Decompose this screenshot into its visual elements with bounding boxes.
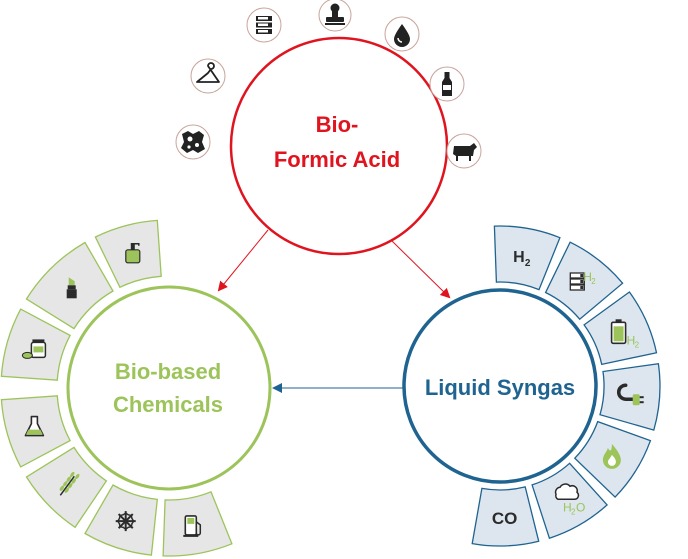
flask-icon <box>24 415 45 437</box>
flame-icon <box>602 443 621 469</box>
pills-jar-icon <box>21 339 47 359</box>
bottle-icon <box>429 66 465 102</box>
svg-text:H: H <box>627 333 636 347</box>
left-title-line2: Chemicals <box>113 392 223 417</box>
right-title: Liquid Syngas <box>425 375 575 400</box>
segment-flask <box>0 395 71 468</box>
bio-based-chemicals-ring <box>0 219 233 557</box>
left-title-line1: Bio-based <box>115 359 221 384</box>
bio-based-chemicals-circle <box>66 285 272 491</box>
svg-text:2: 2 <box>571 507 576 516</box>
svg-text:2: 2 <box>591 277 596 286</box>
formic-acid-applications <box>175 0 482 169</box>
plug-icon <box>616 383 644 406</box>
liquid-syngas-circle <box>402 288 598 484</box>
arrow-formic-to-chemicals <box>217 229 269 292</box>
drop-icon <box>384 16 420 52</box>
segment-fuel-pump <box>162 490 233 557</box>
segment-flame <box>573 420 652 499</box>
segment-co: CO <box>471 486 540 547</box>
segment-soap-dispenser <box>94 219 162 289</box>
soap-dispenser-icon <box>125 243 141 264</box>
hanger-icon <box>190 58 226 94</box>
animal-hide-icon <box>175 124 211 160</box>
svg-text:CO: CO <box>492 509 517 528</box>
center-title-line1: Bio- <box>316 112 359 137</box>
bio-formic-acid-circle <box>229 36 449 256</box>
arrow-formic-to-syngas <box>391 240 451 299</box>
segment-plug <box>599 362 661 431</box>
stamp-icon <box>318 0 352 32</box>
svg-text:2: 2 <box>525 258 531 269</box>
segment-snowflake <box>84 484 159 556</box>
center-title-line2: Formic Acid <box>274 147 400 172</box>
server-rack-icon <box>246 7 282 43</box>
snowflake-icon <box>115 511 136 532</box>
svg-text:2: 2 <box>635 340 640 349</box>
wheat-icon <box>59 471 80 496</box>
segment-pills-jar <box>0 308 71 381</box>
segment-lipstick <box>25 241 114 330</box>
cow-icon <box>446 133 482 169</box>
fuel-pump-icon <box>183 515 202 537</box>
svg-text:H: H <box>563 500 572 514</box>
segment-wheat <box>25 446 108 529</box>
svg-text:H: H <box>513 249 525 266</box>
svg-text:O: O <box>576 500 585 514</box>
co-label: CO <box>492 509 517 528</box>
lipstick-icon <box>66 277 77 299</box>
svg-text:H: H <box>583 270 592 284</box>
